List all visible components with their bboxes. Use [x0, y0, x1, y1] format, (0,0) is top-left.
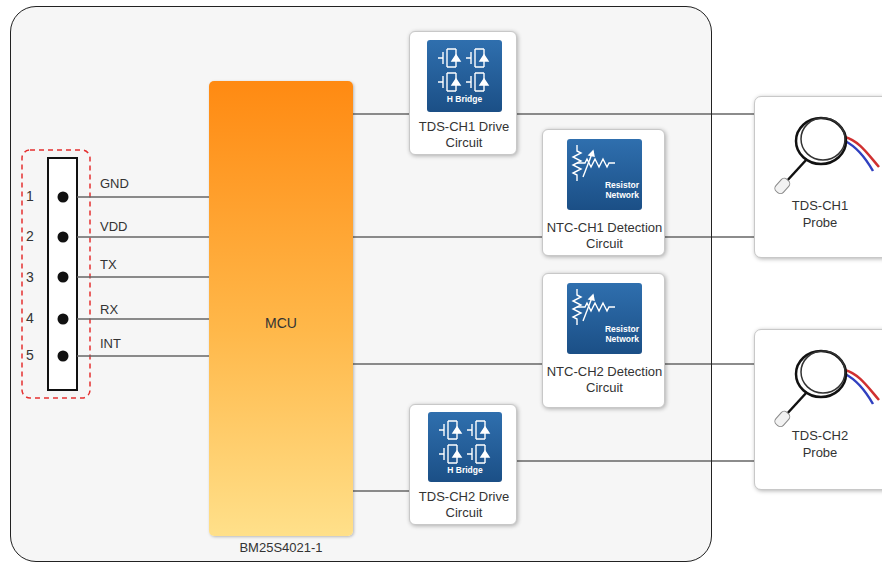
signal-line	[517, 113, 754, 115]
node-label: TDS-CH2 Probe	[779, 427, 861, 461]
circuit-box: Resistor NetworkNTC-CH2 Detection Circui…	[542, 273, 665, 408]
signal-line	[665, 236, 754, 238]
icon-label: H Bridge	[427, 94, 502, 104]
signal-line	[353, 236, 542, 238]
signal-name: TX	[100, 257, 117, 272]
signal-name: RX	[100, 302, 118, 317]
signal-line	[517, 460, 754, 462]
signal-name: GND	[100, 176, 129, 191]
pin-number: 2	[20, 229, 40, 244]
signal-line	[353, 363, 542, 365]
node-label: NTC-CH2 Detection Circuit	[545, 364, 664, 396]
connector-body	[48, 158, 77, 390]
pin-number: 5	[20, 348, 40, 363]
probe-illustration	[755, 330, 882, 430]
icon-label: Resistor Network	[595, 180, 639, 200]
mcu-block: MCU	[209, 81, 353, 536]
icon-label: H Bridge	[428, 465, 502, 475]
probe-box: TDS-CH2 Probe	[754, 329, 882, 490]
node-label: TDS-CH2 Drive Circuit	[412, 489, 516, 521]
circuit-box: Resistor NetworkNTC-CH1 Detection Circui…	[542, 129, 665, 256]
node-label: NTC-CH1 Detection Circuit	[545, 220, 664, 252]
circuit-box: H BridgeTDS-CH2 Drive Circuit	[409, 404, 517, 525]
node-label: TDS-CH1 Probe	[779, 197, 861, 231]
signal-wires	[77, 197, 209, 356]
module-fill	[10, 6, 712, 562]
probe-box: TDS-CH1 Probe	[754, 96, 882, 258]
signal-name: INT	[100, 336, 121, 351]
node-label: TDS-CH1 Drive Circuit	[412, 119, 516, 151]
signal-line	[353, 113, 409, 115]
circuit-box: H BridgeTDS-CH1 Drive Circuit	[409, 31, 517, 155]
node-label: MCU	[209, 314, 353, 332]
pin-number: 1	[20, 189, 40, 204]
signal-line	[665, 363, 754, 365]
signal-line	[353, 490, 409, 492]
icon-label: Resistor Network	[595, 324, 639, 344]
connector-pins	[58, 192, 69, 362]
signal-name: VDD	[100, 219, 127, 234]
pin-number: 4	[20, 311, 40, 326]
node-label: BM25S4021-1	[209, 540, 353, 556]
probe-illustration	[755, 97, 882, 197]
module-box: BM25S4021-1MCUH BridgeTDS-CH1 Drive Circ…	[10, 6, 712, 562]
pin-number: 3	[20, 270, 40, 285]
